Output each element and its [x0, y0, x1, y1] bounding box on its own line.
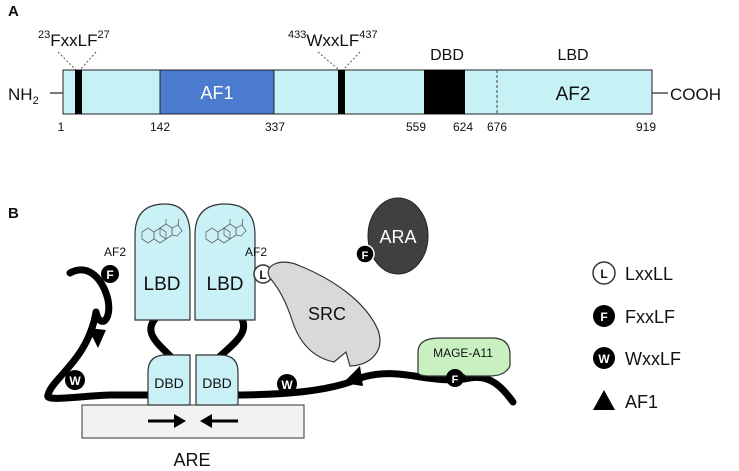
- legend-lxxll-letter: L: [600, 267, 607, 281]
- af1-domain-label: AF1: [200, 83, 233, 103]
- n-terminus-label: NH2: [8, 85, 39, 107]
- motif-fxxlf-start: 23: [38, 29, 50, 41]
- wxxlf-badge-right-letter: W: [281, 378, 293, 392]
- legend-af1-triangle-icon: [593, 390, 615, 410]
- legend-fxxlf-letter: F: [600, 310, 607, 324]
- wxxlf-badge-left: [65, 370, 85, 390]
- dbd-domain: [424, 70, 465, 114]
- legend-wxxlf-label: WxxLF: [625, 349, 681, 369]
- af2-label-right: AF2: [245, 245, 267, 259]
- fxxlf-badge-mage-letter: F: [452, 374, 459, 386]
- position-1: 1: [58, 120, 65, 134]
- legend-lxxll-label: LxxLL: [625, 264, 673, 284]
- c-terminus-label: COOH: [670, 85, 721, 104]
- legend-wxxlf-letter: W: [598, 352, 610, 366]
- position-919: 919: [636, 120, 656, 134]
- position-624: 624: [453, 120, 473, 134]
- src-label: SRC: [308, 304, 346, 324]
- mage-a11-label: MAGE-A11: [433, 346, 493, 360]
- nh2-subscript: 2: [33, 95, 39, 107]
- panel-a-label: A: [8, 3, 19, 20]
- wxxlf-badge-right: [277, 374, 297, 394]
- fxxlf-badge-ara-letter: F: [362, 250, 369, 262]
- dbd-left: [147, 354, 191, 406]
- nh2-text: NH: [8, 85, 33, 104]
- dbd-right-label: DBD: [202, 375, 232, 391]
- legend-wxxlf-icon: [593, 347, 615, 369]
- are-label: ARE: [173, 450, 210, 470]
- dbd-label-a: DBD: [430, 47, 464, 64]
- dbd-left-label: DBD: [154, 375, 184, 391]
- legend-lxxll-icon: [592, 261, 616, 285]
- mage-a11: [417, 337, 511, 377]
- motif-wxxlf-end: 437: [359, 29, 377, 41]
- position-142: 142: [150, 120, 170, 134]
- panel-b-label: B: [8, 205, 19, 222]
- fxxlf-motif-mark: [75, 70, 82, 114]
- legend-fxxlf-icon: [593, 305, 615, 327]
- af1-domain: [159, 69, 275, 115]
- lxxll-badge-lbd-letter: L: [259, 268, 266, 282]
- af2-label-left: AF2: [104, 245, 126, 259]
- dbd-right: [195, 354, 239, 406]
- fxxlf-badge-lbd: [101, 265, 119, 283]
- motif-wxxlf-start: 433: [288, 29, 306, 41]
- are-arrows: [148, 414, 238, 428]
- position-337: 337: [265, 120, 285, 134]
- are-element-box: [81, 404, 305, 439]
- motif-fxxlf-label: 23FxxLF27: [38, 29, 110, 50]
- fxxlf-badge-ara: [355, 244, 375, 264]
- motif-fxxlf-end: 27: [97, 29, 109, 41]
- ara-label: ARA: [379, 227, 416, 247]
- lbd-dbd-linker-right: [214, 312, 248, 362]
- af1-triangle-left: [88, 328, 106, 348]
- src-coactivator: [267, 261, 381, 367]
- position-559: 559: [406, 120, 426, 134]
- lbd-label-a: LBD: [557, 47, 588, 64]
- lbd-dbd-linker-left: [147, 312, 176, 362]
- ar-chain: [44, 266, 517, 406]
- motif-wxxlf-name: WxxLF: [306, 31, 359, 50]
- fxxlf-badge-lbd-letter: F: [106, 268, 113, 282]
- residue-positions: 1 142 337 559 624 676 919: [58, 120, 657, 134]
- motif-fxxlf-name: FxxLF: [50, 31, 97, 50]
- lbd-right: [194, 203, 256, 321]
- legend-af1-label: AF1: [625, 392, 658, 412]
- lbd-left: [134, 203, 191, 321]
- fxxlf-badge-mage: [446, 369, 464, 387]
- position-676: 676: [487, 120, 507, 134]
- wxxlf-badge-left-letter: W: [69, 374, 81, 388]
- ara-coregulator: [367, 197, 429, 275]
- motif-wxxlf-label: 433WxxLF437: [288, 29, 378, 50]
- lbd-right-label: LBD: [207, 274, 244, 295]
- legend-fxxlf-label: FxxLF: [625, 307, 675, 327]
- af2-domain-label: AF2: [556, 84, 591, 105]
- af1-triangle-right: [343, 366, 363, 386]
- wxxlf-motif-mark: [338, 70, 345, 114]
- motif-leader-lines: [57, 51, 361, 71]
- lbd-left-label: LBD: [144, 274, 181, 295]
- legend: L LxxLL F FxxLF W WxxLF AF1: [592, 261, 681, 412]
